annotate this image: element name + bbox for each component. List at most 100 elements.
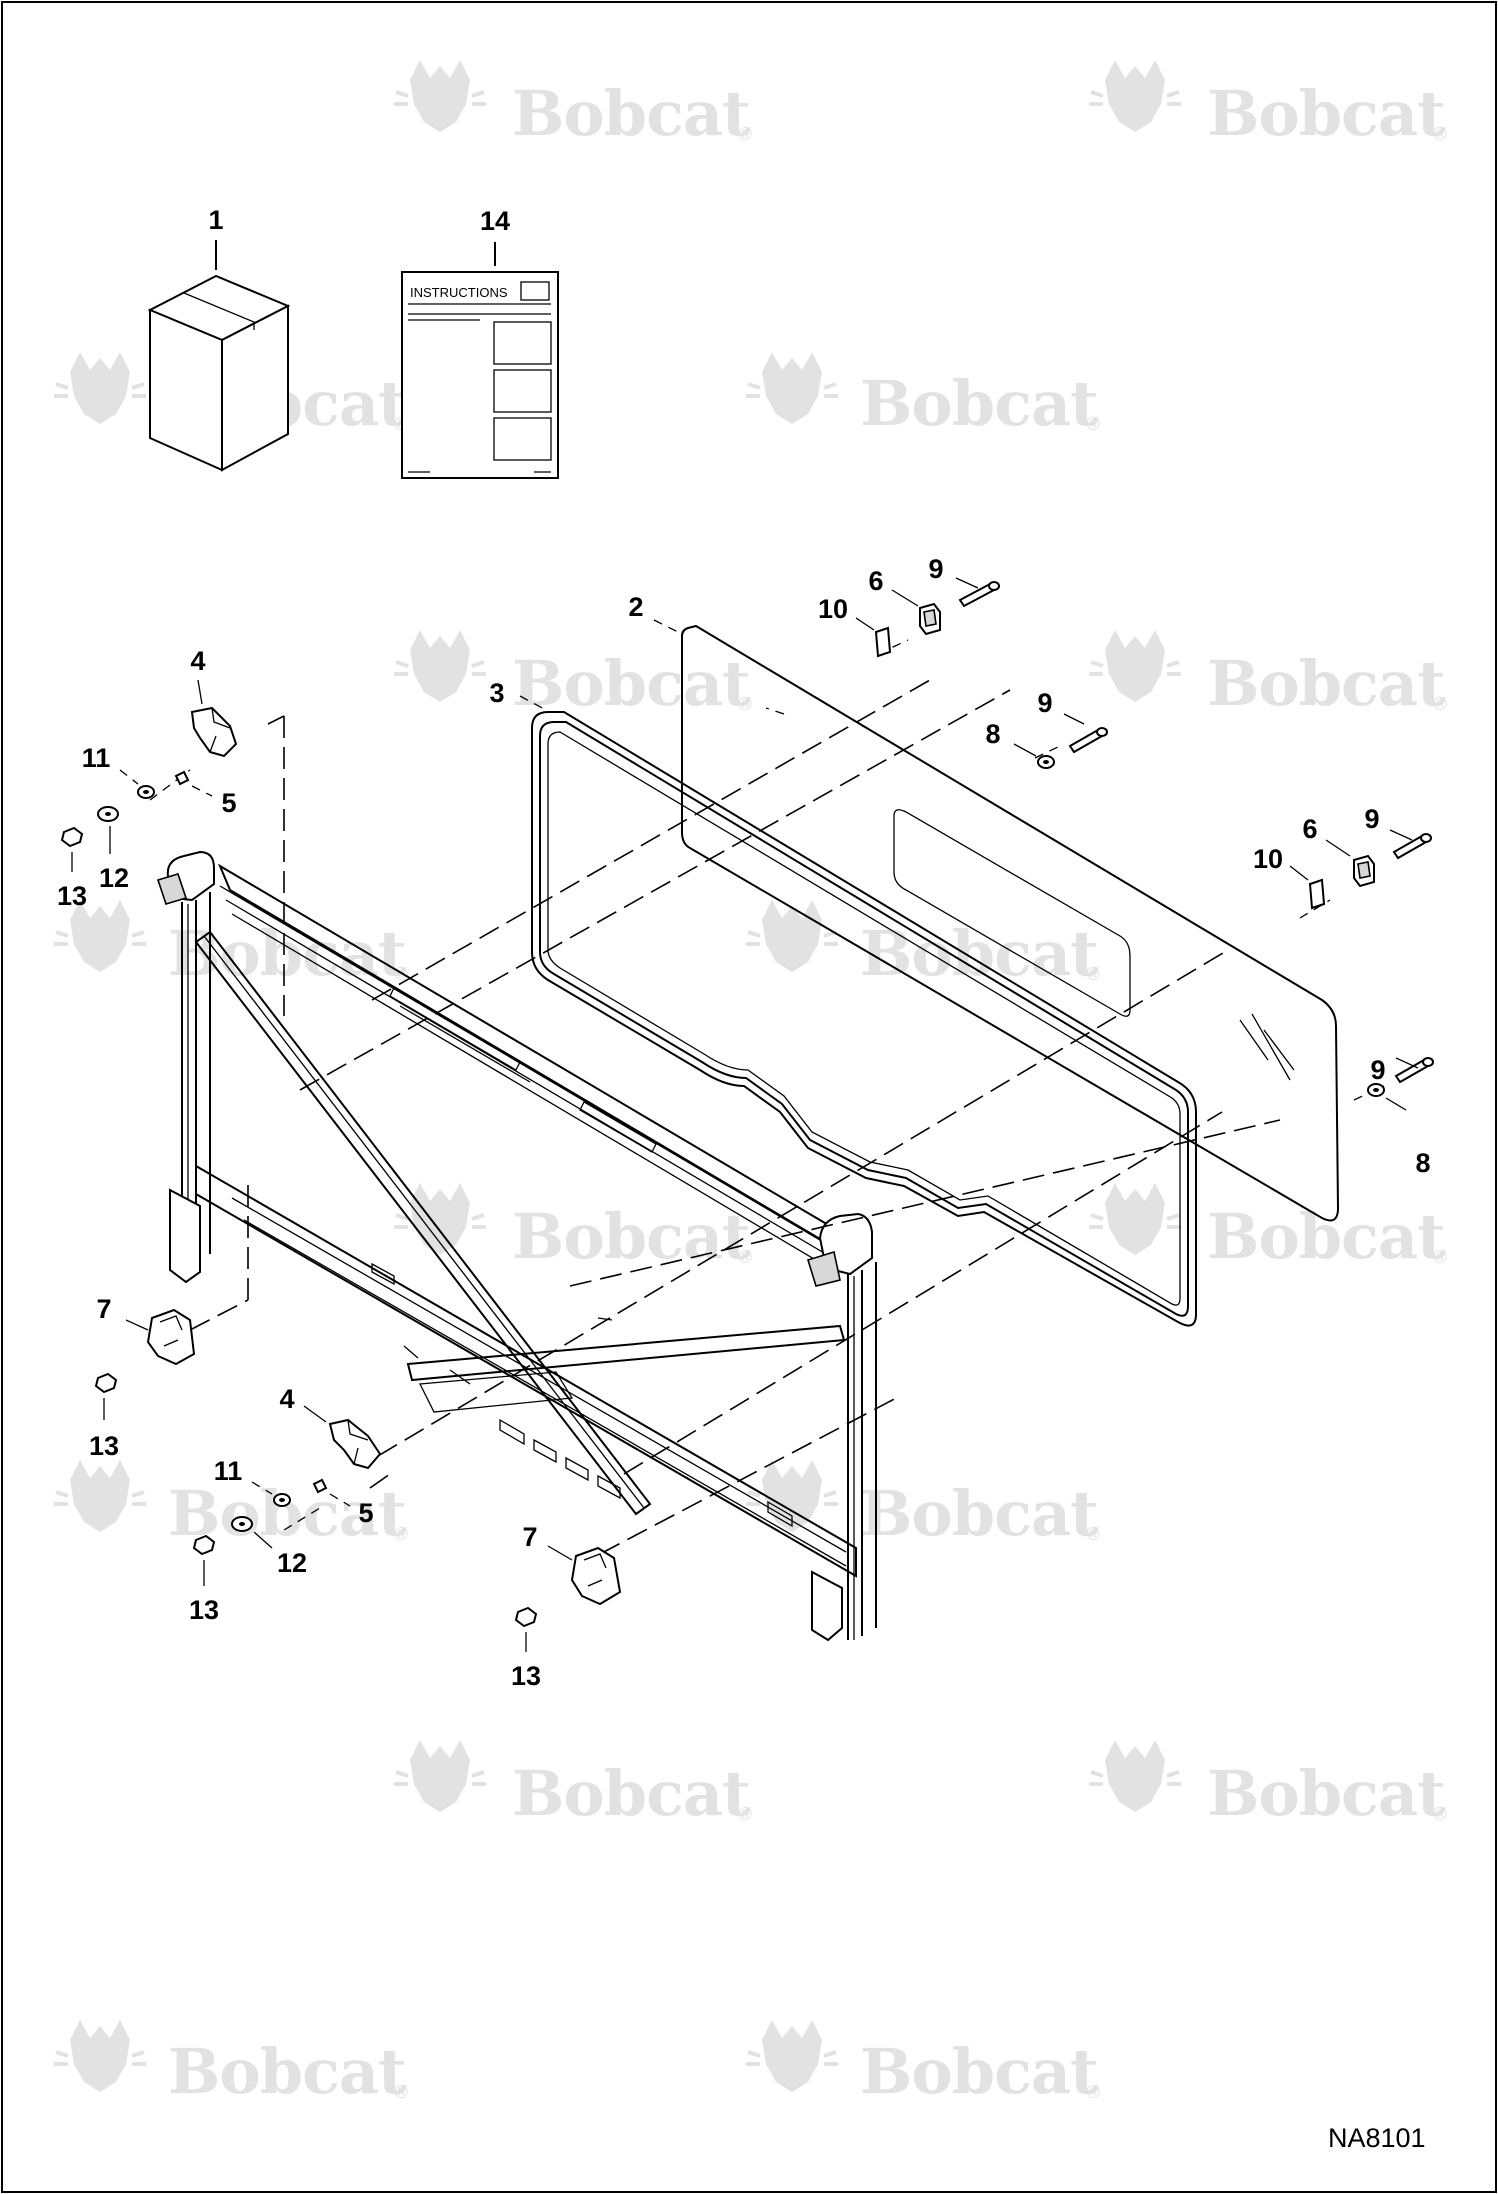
leader-8b bbox=[1385, 1097, 1407, 1111]
watermark-10: Bobcat ® bbox=[1087, 1181, 1449, 1273]
leader-9d bbox=[1395, 1057, 1419, 1069]
svg-text:®: ® bbox=[1084, 1524, 1102, 1545]
watermark-5: Bobcat ® bbox=[392, 628, 754, 720]
leader-12b bbox=[253, 1531, 273, 1549]
callout-2: 2 bbox=[628, 592, 643, 622]
part-12-lower-washer bbox=[231, 1516, 253, 1532]
callout-13c: 13 bbox=[189, 1595, 219, 1625]
watermark-13: Bobcat ® bbox=[392, 1738, 754, 1830]
part-5-upper-stud bbox=[174, 770, 190, 786]
callout-7b: 7 bbox=[522, 1522, 537, 1552]
part-6-lower-clip bbox=[1353, 854, 1375, 888]
callout-7a: 7 bbox=[96, 1294, 111, 1324]
svg-text:Bobcat: Bobcat bbox=[1207, 647, 1446, 720]
svg-text:Bobcat: Bobcat bbox=[1207, 1200, 1446, 1273]
part-4-upper-latch bbox=[190, 706, 238, 758]
callout-13a: 13 bbox=[57, 881, 87, 911]
leader-4b bbox=[303, 1405, 327, 1423]
part-13-left-nut bbox=[94, 1372, 118, 1394]
leader-6b bbox=[1325, 839, 1351, 857]
part-11-lower-washer bbox=[273, 1493, 291, 1507]
leader-4a bbox=[197, 679, 203, 705]
callout-6a: 6 bbox=[868, 566, 883, 596]
part-10-upper-plate bbox=[874, 626, 892, 658]
part-13-lower-nut bbox=[192, 1534, 216, 1556]
svg-text:®: ® bbox=[1084, 2082, 1102, 2103]
callout-5a: 5 bbox=[221, 788, 236, 818]
part-10-lower-plate bbox=[1308, 878, 1326, 910]
callout-12a: 12 bbox=[99, 863, 129, 893]
leader-11a bbox=[119, 769, 139, 785]
leader-8a bbox=[1013, 743, 1037, 757]
part-9-lower-screw bbox=[1392, 833, 1432, 860]
leader-9a bbox=[955, 577, 979, 589]
instructions-header: INSTRUCTIONS bbox=[410, 285, 508, 300]
callout-3: 3 bbox=[489, 678, 504, 708]
watermark-12: Bobcat ® bbox=[744, 1458, 1102, 1550]
svg-text:®: ® bbox=[736, 1247, 754, 1268]
svg-text:®: ® bbox=[1431, 124, 1449, 145]
callout-4a: 4 bbox=[190, 646, 205, 676]
svg-text:®: ® bbox=[392, 2082, 410, 2103]
leader-11b bbox=[251, 1481, 273, 1495]
part-8-middle-washer bbox=[1037, 755, 1055, 769]
svg-text:Bobcat: Bobcat bbox=[512, 647, 751, 720]
callout-9b: 9 bbox=[1037, 688, 1052, 718]
svg-text:®: ® bbox=[1084, 414, 1102, 435]
svg-text:Bobcat: Bobcat bbox=[512, 77, 751, 150]
svg-text:®: ® bbox=[736, 124, 754, 145]
svg-text:Bobcat: Bobcat bbox=[512, 1757, 751, 1830]
callout-6b: 6 bbox=[1302, 814, 1317, 844]
svg-text:®: ® bbox=[1431, 1247, 1449, 1268]
part-12-upper-washer bbox=[97, 806, 119, 822]
leader-7b bbox=[547, 1545, 573, 1561]
part-9-upper-screw bbox=[958, 581, 1000, 608]
callout-11b: 11 bbox=[214, 1456, 243, 1486]
part-7-left-bracket bbox=[146, 1308, 196, 1366]
svg-text:Bobcat: Bobcat bbox=[860, 917, 1099, 990]
svg-text:®: ® bbox=[1431, 694, 1449, 715]
callout-1: 1 bbox=[208, 205, 223, 235]
callout-5b: 5 bbox=[358, 1498, 373, 1528]
callout-8b: 8 bbox=[1415, 1148, 1430, 1178]
watermark-2: Bobcat ® bbox=[1087, 58, 1449, 150]
callout-10b: 10 bbox=[1253, 844, 1283, 874]
drawing-reference: NA8101 bbox=[1328, 2123, 1426, 2153]
part-8-lower-washer bbox=[1367, 1083, 1385, 1097]
watermark-6: Bobcat ® bbox=[1087, 628, 1449, 720]
watermark-14: Bobcat ® bbox=[1087, 1738, 1449, 1830]
callout-11a: 11 bbox=[82, 743, 111, 773]
callout-10a: 10 bbox=[818, 594, 848, 624]
leader-10a bbox=[855, 617, 875, 631]
svg-text:Bobcat: Bobcat bbox=[1207, 77, 1446, 150]
watermark-15: Bobcat ® bbox=[52, 2018, 410, 2108]
watermark-16: Bobcat ® bbox=[744, 2018, 1102, 2108]
part-9-middle-screw bbox=[1068, 727, 1108, 754]
callout-13b: 13 bbox=[89, 1431, 119, 1461]
svg-text:Bobcat: Bobcat bbox=[860, 367, 1099, 440]
part-13-lower-right-nut bbox=[514, 1606, 538, 1628]
callout-9a: 9 bbox=[928, 554, 943, 584]
part-2-window-glass bbox=[681, 624, 1340, 1222]
svg-text:®: ® bbox=[736, 1804, 754, 1825]
part-6-upper-clip bbox=[919, 602, 941, 636]
watermark-9: Bobcat ® bbox=[392, 1181, 754, 1273]
leader-2 bbox=[653, 619, 679, 633]
cab-frame bbox=[156, 850, 877, 1642]
svg-text:Bobcat: Bobcat bbox=[168, 2035, 407, 2108]
part-14-instruction-sheet: INSTRUCTIONS bbox=[401, 271, 559, 479]
callout-13d: 13 bbox=[511, 1661, 541, 1691]
part-4-lower-latch bbox=[328, 1418, 382, 1470]
svg-text:Bobcat: Bobcat bbox=[860, 1477, 1099, 1550]
leader-5b bbox=[329, 1493, 351, 1507]
part-3-window-seal bbox=[531, 711, 1197, 1327]
svg-text:®: ® bbox=[1431, 1804, 1449, 1825]
part-13-upper-nut bbox=[60, 826, 84, 848]
watermark-1: Bobcat ® bbox=[392, 58, 754, 150]
part-5-lower-stud bbox=[312, 1478, 328, 1494]
leader-9b bbox=[1063, 713, 1085, 725]
leader-3 bbox=[519, 695, 547, 711]
